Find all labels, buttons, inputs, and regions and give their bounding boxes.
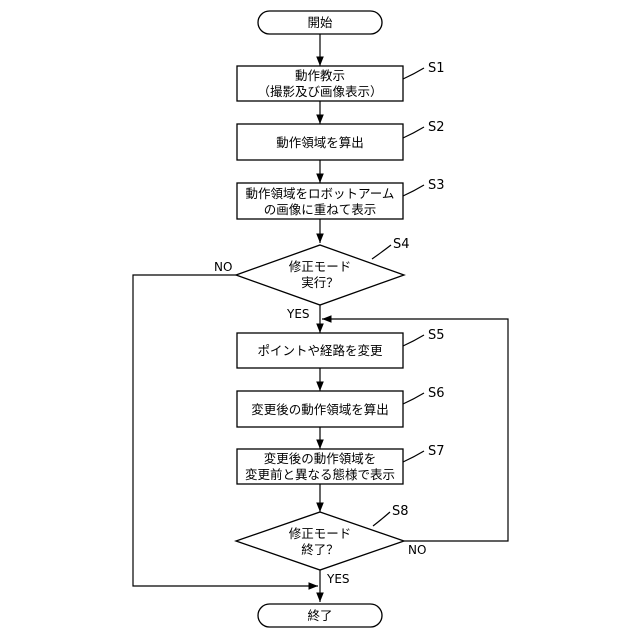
s8-step-id: S8 — [392, 504, 409, 519]
s8-no-label: NO — [408, 543, 426, 557]
s7-step-id: S7 — [428, 444, 445, 459]
s8-yes-label: YES — [326, 572, 350, 586]
s3-step-id: S3 — [428, 178, 445, 193]
end-label: 終了 — [307, 608, 332, 623]
s2-leader-line — [403, 127, 424, 138]
s1-line-2: （撮影及び画像表示） — [257, 84, 382, 99]
s2-line-1: 動作領域を算出 — [276, 135, 364, 150]
s4-yes-label: YES — [286, 307, 310, 321]
s4-line-2: 実行？ — [301, 275, 339, 290]
process-s5: ポイントや経路を変更 S5 — [237, 328, 445, 368]
decision-s8: 修正モード 終了？ S8 — [236, 504, 409, 570]
s6-step-id: S6 — [428, 386, 445, 401]
s1-leader-line — [403, 68, 424, 79]
s7-line-1: 変更後の動作領域を — [264, 451, 377, 466]
end-terminator: 終了 — [258, 604, 382, 627]
process-s3: 動作領域をロボットアーム の画像に重ねて表示 S3 — [237, 178, 445, 219]
s7-leader-line — [403, 451, 424, 462]
s4-line-1: 修正モード — [289, 259, 352, 274]
s4-leader-line — [372, 245, 391, 259]
s8-leader-line — [373, 512, 390, 526]
s3-leader-line — [403, 185, 424, 196]
start-terminator: 開始 — [258, 11, 382, 34]
s3-line-2: の画像に重ねて表示 — [264, 202, 377, 217]
s5-line-1: ポイントや経路を変更 — [257, 343, 383, 358]
s4-step-id: S4 — [393, 237, 410, 252]
process-s7: 変更後の動作領域を 変更前と異なる態様で表示 S7 — [237, 444, 445, 484]
process-s6: 変更後の動作領域を算出 S6 — [237, 386, 445, 427]
s8-line-1: 修正モード — [289, 526, 352, 541]
s6-leader-line — [403, 393, 424, 404]
s2-step-id: S2 — [428, 120, 445, 135]
s1-line-1: 動作教示 — [295, 68, 345, 83]
s7-line-2: 変更前と異なる態様で表示 — [245, 467, 395, 482]
process-s1: 動作教示 （撮影及び画像表示） S1 — [237, 61, 445, 101]
s5-leader-line — [403, 335, 424, 346]
decision-s4: 修正モード 実行？ S4 — [236, 237, 410, 305]
s4-no-label: NO — [214, 260, 232, 274]
s5-step-id: S5 — [428, 328, 445, 343]
s3-line-1: 動作領域をロボットアーム — [246, 186, 395, 201]
s6-line-1: 変更後の動作領域を算出 — [251, 402, 389, 417]
s8-line-2: 終了？ — [301, 542, 339, 557]
process-s2: 動作領域を算出 S2 — [237, 120, 445, 160]
s1-step-id: S1 — [428, 61, 445, 76]
start-label: 開始 — [307, 15, 333, 30]
